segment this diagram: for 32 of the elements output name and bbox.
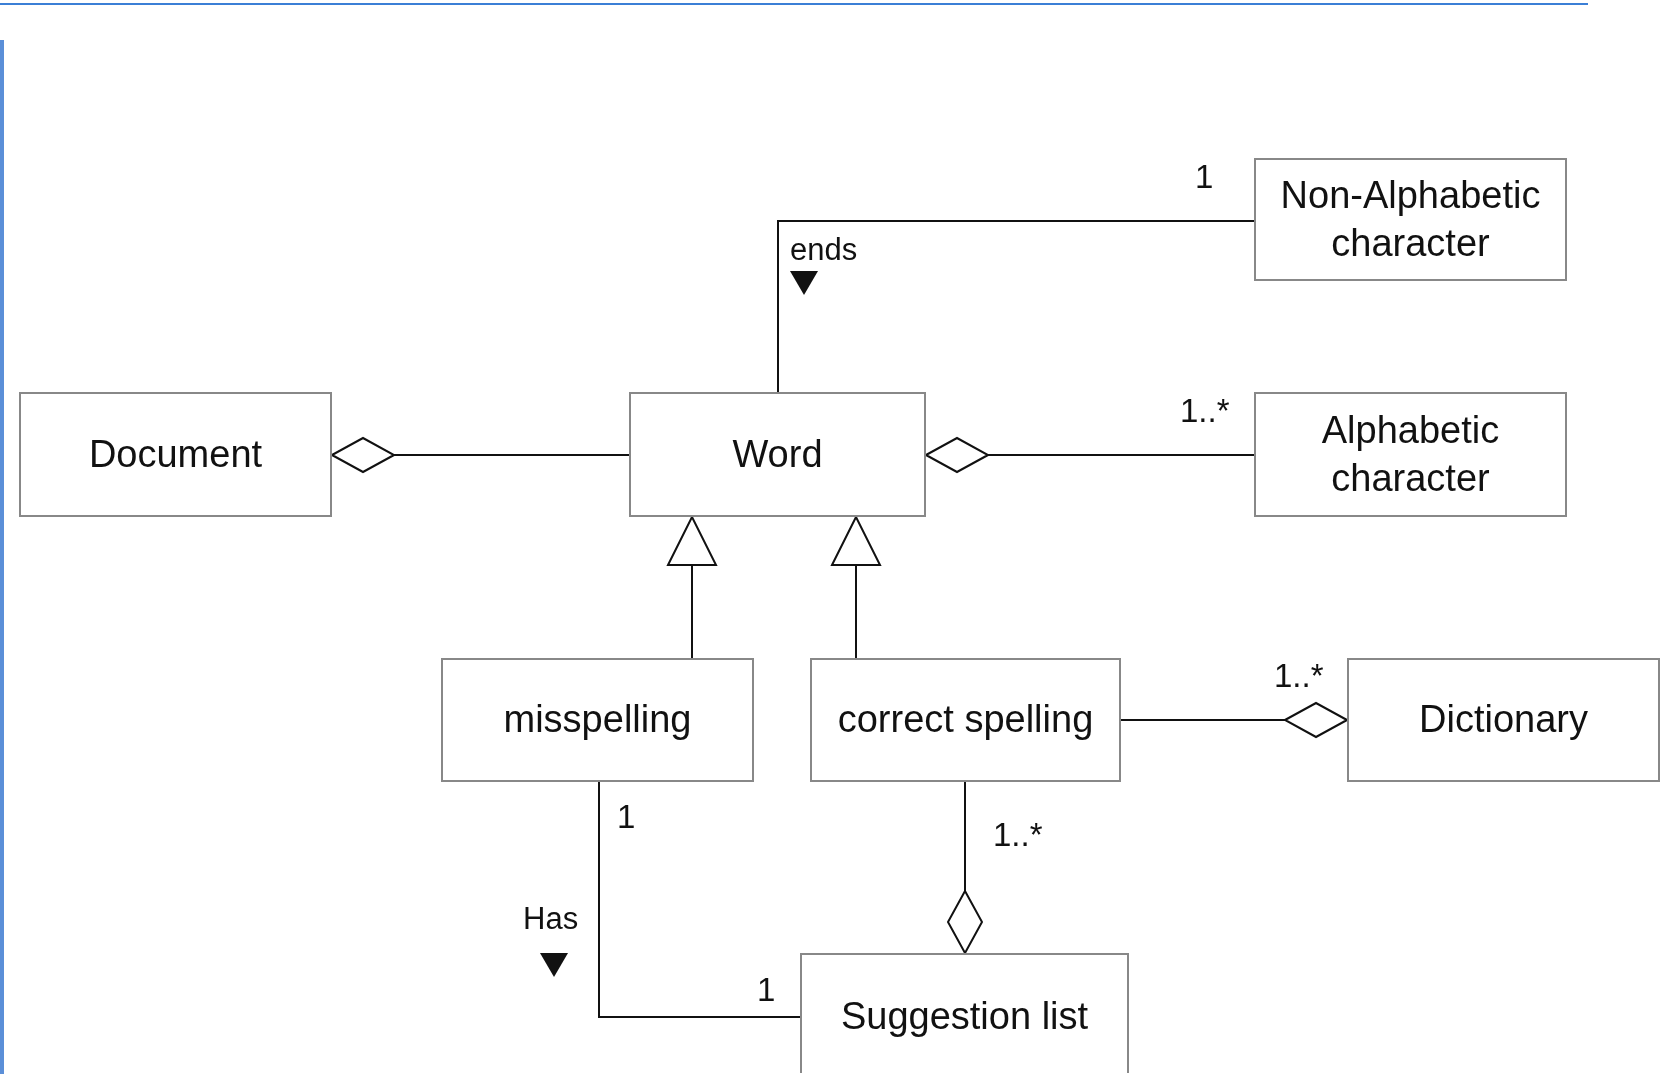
association-line xyxy=(777,220,1255,393)
edge-label: ends xyxy=(790,232,858,268)
multiplicity-label: 1 xyxy=(1195,158,1214,196)
class-name: Non-Alphabetic character xyxy=(1279,173,1542,266)
association-line xyxy=(598,781,801,1018)
class-name: Dictionary xyxy=(1419,697,1588,743)
multiplicity-label: 1 xyxy=(617,798,636,836)
class-name: Suggestion list xyxy=(840,994,1089,1039)
class-name: misspelling xyxy=(503,697,692,743)
class-box xyxy=(1254,392,1567,517)
class-name: Document xyxy=(88,431,263,477)
multiplicity-label: 1..* xyxy=(1274,657,1324,695)
generalization-arrow xyxy=(831,516,881,659)
generalization-arrow xyxy=(667,516,717,659)
class-box xyxy=(810,658,1121,782)
class-box xyxy=(629,392,926,517)
aggregation-line xyxy=(947,781,983,954)
class-box xyxy=(1347,658,1660,782)
multiplicity-label: 1..* xyxy=(993,816,1043,854)
aggregation-line xyxy=(1120,702,1348,738)
class-box xyxy=(441,658,754,782)
multiplicity-label: 1..* xyxy=(1180,392,1230,430)
aggregation-line xyxy=(331,437,630,473)
aggregation-line xyxy=(925,437,1255,473)
class-name: correct spelling xyxy=(837,697,1094,743)
class-box xyxy=(800,953,1129,1073)
multiplicity-label: 1 xyxy=(757,971,776,1009)
class-box xyxy=(1254,158,1567,281)
class-box xyxy=(19,392,332,517)
edge-label: Has xyxy=(523,901,579,937)
class-name: Alphabetic character xyxy=(1320,408,1501,501)
class-name: Word xyxy=(732,431,823,477)
